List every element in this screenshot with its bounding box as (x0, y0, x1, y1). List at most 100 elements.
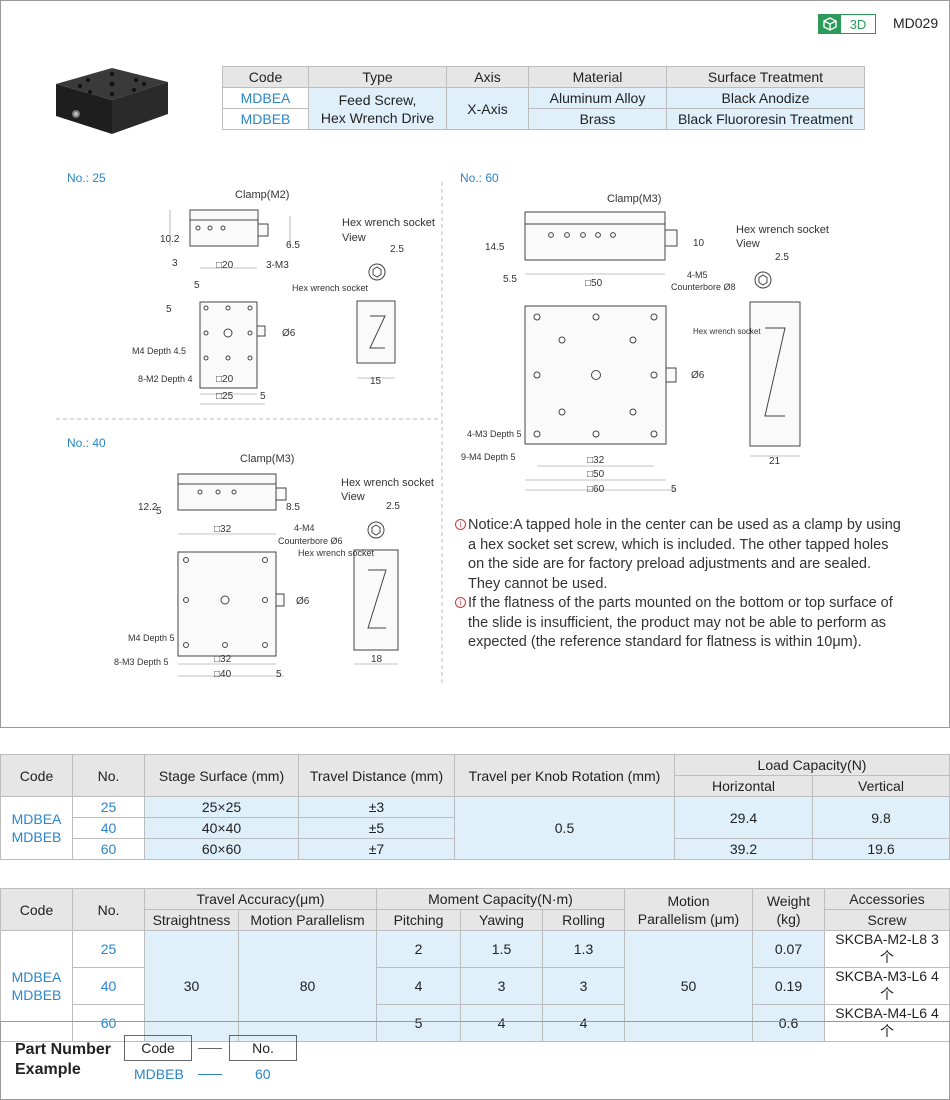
col-yawing: Yawing (460, 909, 543, 931)
hex-view-label: Hex wrench socket (341, 477, 434, 489)
surface-cell: 40×40 (144, 817, 299, 839)
col-no: No. (72, 888, 145, 931)
no-cell[interactable]: 25 (72, 930, 145, 968)
code-link[interactable]: MDBEB (222, 108, 309, 130)
drawing-title-40: No.: 40 (67, 436, 106, 450)
hex-socket-label: Hex wrench socket (693, 327, 761, 336)
spec-table-3: Code No. Travel Accuracy(μm) Moment Capa… (0, 888, 950, 1042)
code-cell: MDBEA MDBEB (0, 930, 73, 1042)
dim-label: 5 (156, 506, 162, 517)
code-value: MDBEB (134, 1066, 184, 1082)
knob-cell: 0.5 (454, 796, 675, 860)
no-cell[interactable]: 25 (72, 796, 145, 818)
thread-label: 9-M4 Depth 5 (461, 452, 516, 462)
hex-view-label: View (341, 491, 365, 503)
code-link[interactable]: MDBEA (11, 969, 62, 985)
col-travel-accuracy: Travel Accuracy(μm) (144, 888, 377, 910)
spec-table-2: Code No. Stage Surface (mm) Travel Dista… (0, 754, 950, 860)
no-box: No. (229, 1035, 297, 1061)
drawing-no25: Clamp(M2) Hex wrench socket View 2.5 10.… (132, 189, 435, 405)
rolling-cell: 3 (542, 967, 625, 1005)
horizontal-cell: 29.4 (674, 796, 813, 839)
no-cell[interactable]: 40 (72, 817, 145, 839)
col-moment: Moment Capacity(N·m) (376, 888, 625, 910)
notice-text: If the flatness of the parts mounted on … (468, 595, 893, 650)
weight-cell: 0.07 (752, 930, 825, 968)
counterbore-label: 4-M5 (687, 270, 708, 280)
rolling-cell: 1.3 (542, 930, 625, 968)
no-cell[interactable]: 60 (72, 1004, 145, 1042)
rolling-cell: 4 (542, 1004, 625, 1042)
pitching-cell: 4 (376, 967, 461, 1005)
3d-model-button[interactable]: 3D (818, 14, 876, 34)
hex-view-label: View (342, 232, 366, 244)
code-link[interactable]: MDBEB (11, 987, 62, 1003)
dim-label: 2.5 (390, 244, 404, 255)
material-cell: Aluminum Alloy (528, 87, 667, 109)
col-accessories: Accessories (824, 888, 950, 910)
dim-label: □60 (587, 484, 605, 495)
info-icon: i (455, 597, 466, 608)
code-link[interactable]: MDBEB (11, 829, 62, 845)
counterbore-label: Counterbore Ø8 (671, 282, 736, 292)
dim-label: □20 (216, 260, 234, 271)
col-rolling: Rolling (542, 909, 625, 931)
travel-cell: ±7 (298, 838, 455, 860)
col-motion-par: Motion Parallelism (μm) (624, 888, 753, 931)
surface-cell: 25×25 (144, 796, 299, 818)
code-link[interactable]: MDBEA (11, 811, 62, 827)
part-number-example: Part Number Example Code No. MDBEB 60 (0, 1021, 950, 1100)
thread-label: 8-M3 Depth 5 (114, 657, 169, 667)
drawing-no60: Clamp(M3) Hex wrench socket View 2.5 14.… (461, 193, 829, 495)
dim-label: 3-M3 (266, 260, 289, 271)
counterbore-label: Counterbore Ø6 (278, 536, 343, 546)
thread-label: 4-M3 Depth 5 (467, 429, 522, 439)
col-horizontal: Horizontal (674, 775, 813, 797)
col-screw: Screw (824, 909, 950, 931)
3d-label: 3D (849, 16, 867, 32)
col-material: Material (528, 66, 667, 88)
no-cell[interactable]: 40 (72, 967, 145, 1005)
treatment-cell: Black Fluororesin Treatment (666, 108, 865, 130)
dim-label: 14.5 (485, 242, 505, 253)
dim-label: Ø6 (691, 370, 705, 381)
header-line: (kg) (776, 910, 801, 927)
header-line: Parallelism (μm) (637, 910, 740, 927)
col-axis: Axis (446, 66, 529, 88)
hex-socket-label: Hex wrench socket (298, 548, 375, 558)
horizontal-cell: 39.2 (674, 838, 813, 860)
col-type: Type (308, 66, 447, 88)
col-no: No. (72, 754, 145, 797)
code-cell: MDBEA MDBEB (0, 796, 73, 860)
info-icon: i (455, 519, 466, 530)
screw-cell: SKCBA-M4-L6 4个 (824, 1004, 950, 1042)
title-line: Example (15, 1061, 81, 1078)
drawing-title-60: No.: 60 (460, 171, 499, 185)
col-vertical: Vertical (812, 775, 950, 797)
col-code: Code (0, 888, 73, 931)
pitching-cell: 2 (376, 930, 461, 968)
dim-label: 5.5 (503, 274, 517, 285)
dim-label: □32 (214, 654, 232, 665)
axis-cell: X-Axis (446, 87, 529, 130)
dim-label: 2.5 (386, 501, 400, 512)
col-weight: Weight (kg) (752, 888, 825, 931)
dim-label: 12.2 (138, 502, 158, 513)
travel-cell: ±3 (298, 796, 455, 818)
col-code: Code (0, 754, 73, 797)
dim-label: 10.2 (160, 234, 180, 245)
no-cell[interactable]: 60 (72, 838, 145, 860)
thread-label: 8-M2 Depth 4 (138, 374, 193, 384)
col-code: Code (222, 66, 309, 88)
dim-label: 2.5 (775, 252, 789, 263)
thread-label: M4 Depth 4.5 (132, 346, 186, 356)
type-line: Hex Wrench Drive (320, 109, 435, 126)
hex-view-label: View (736, 238, 760, 250)
type-cell: Feed Screw, Hex Wrench Drive (308, 87, 447, 130)
vertical-cell: 9.8 (812, 796, 950, 839)
yawing-cell: 3 (460, 967, 543, 1005)
type-line: Feed Screw, (338, 91, 417, 108)
header-line: Weight (766, 892, 811, 909)
